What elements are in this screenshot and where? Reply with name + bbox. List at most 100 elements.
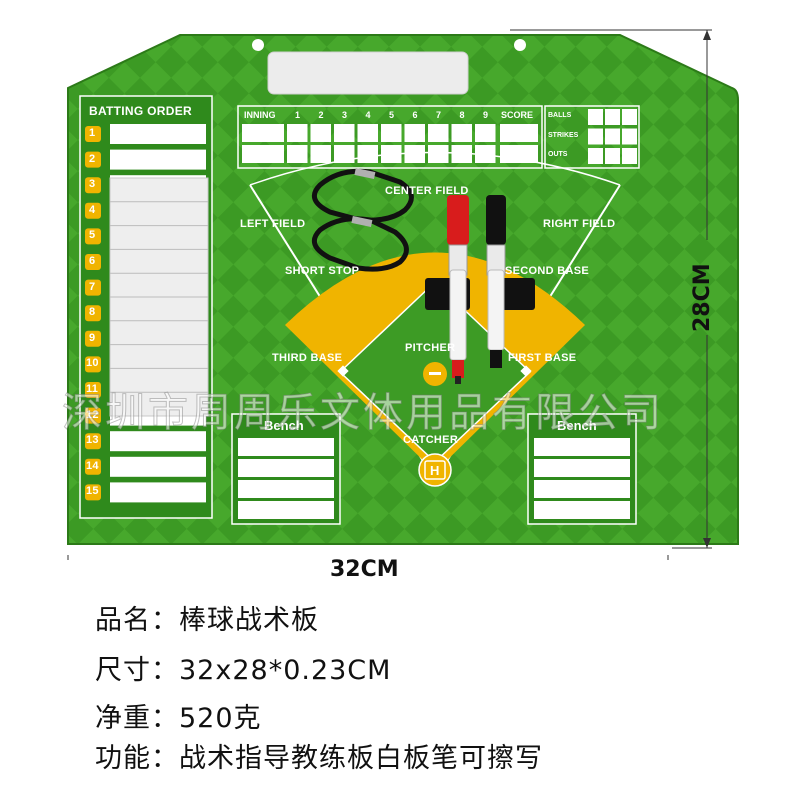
inning-number: 4	[365, 110, 371, 120]
pitcher-label: PITCHER	[405, 342, 456, 354]
black-marker-icon	[486, 195, 506, 368]
batting-number-badge	[85, 356, 101, 373]
second-base-label: SECOND BASE	[505, 265, 589, 277]
watermark: 深圳市周周乐文体用品有限公司	[62, 390, 664, 437]
count-panel	[544, 105, 640, 169]
bench-slot	[238, 480, 334, 498]
inning-number: 7	[436, 110, 442, 120]
inning-cell	[334, 145, 355, 163]
inning-cell	[381, 124, 402, 142]
bench-slot	[534, 501, 630, 519]
spec-name: 品名：棒球战术板	[95, 605, 319, 636]
batting-slot	[110, 431, 206, 452]
score-cell	[500, 145, 538, 163]
batting-number-badge	[85, 458, 101, 475]
batting-slot	[110, 456, 206, 477]
inning-label: INNING	[244, 110, 276, 120]
inning-cell	[287, 124, 308, 142]
batting-number-badge	[85, 382, 101, 398]
count-label: OUTS	[548, 151, 568, 158]
batting-number: 1	[89, 127, 96, 139]
inning-cell	[310, 145, 331, 163]
inning-number: 3	[342, 110, 348, 120]
inning-cell	[475, 145, 496, 163]
batting-number-badge	[85, 305, 101, 322]
batting-number-badge	[85, 151, 101, 168]
batting-number-badge	[85, 126, 101, 142]
home-circle	[418, 453, 452, 487]
height-dimension: 28CM	[690, 263, 715, 332]
first-base-label: FIRST BASE	[508, 352, 577, 364]
inning-cell	[287, 145, 308, 163]
home-logo: H	[430, 463, 440, 478]
count-cell	[605, 128, 620, 145]
batting-number-badge	[85, 433, 101, 450]
batting-number: 13	[86, 434, 99, 447]
outfield-arc	[249, 151, 621, 186]
inning-number: 9	[483, 110, 489, 120]
width-dimension: 32CM	[330, 557, 399, 582]
batting-number-badge	[85, 330, 101, 347]
bench-slot	[238, 459, 334, 477]
count-cell	[622, 148, 637, 164]
count-cell	[605, 109, 620, 125]
inning-cell	[310, 124, 331, 142]
count-cell	[605, 148, 620, 164]
spec-function: 功能：战术指导教练板白板笔可擦写	[95, 743, 543, 774]
team-cell	[242, 124, 284, 142]
center-field-label: CENTER FIELD	[385, 185, 469, 197]
batting-number: 11	[86, 383, 99, 395]
batting-number: 14	[86, 459, 99, 472]
short-stop-label: SHORT STOP	[285, 265, 360, 277]
batting-number: 10	[86, 357, 99, 370]
hang-hole-left	[252, 39, 264, 51]
inning-cell	[451, 145, 472, 163]
left-field-label: LEFT FIELD	[240, 218, 306, 230]
bench-slot	[534, 480, 630, 498]
batting-number: 7	[89, 280, 96, 293]
batting-number-badge	[85, 228, 101, 245]
batting-number: 3	[89, 178, 96, 191]
right-field-label: RIGHT FIELD	[543, 218, 616, 230]
batting-number-badge	[85, 202, 101, 219]
count-cell	[622, 109, 637, 125]
batting-number: 8	[89, 306, 96, 319]
inning-cell	[334, 124, 355, 142]
bench-slot	[238, 501, 334, 519]
count-cell	[588, 109, 603, 125]
handle-slot	[267, 51, 469, 95]
bench-slot	[534, 438, 630, 456]
batting-number: 9	[89, 331, 96, 344]
team-cell	[242, 145, 284, 163]
count-label: BALLS	[548, 112, 572, 119]
batting-number-badge	[85, 279, 101, 296]
first-base-bag	[520, 365, 532, 377]
inning-cell	[357, 124, 378, 142]
tactics-board	[67, 29, 739, 560]
batting-number: 2	[89, 152, 96, 165]
bench-slot	[534, 459, 630, 477]
count-cell	[622, 128, 637, 145]
count-cell	[588, 148, 603, 164]
inning-number: 2	[318, 110, 324, 120]
batting-number-badge	[85, 407, 101, 424]
batting-order-title: BATTING ORDER	[89, 104, 193, 118]
batting-number-badge	[85, 484, 101, 501]
batting-slot	[110, 482, 206, 503]
hang-hole-right	[514, 39, 526, 51]
scoreboard-panel	[237, 105, 543, 169]
inning-number: 8	[459, 110, 465, 120]
third-base-label: THIRD BASE	[272, 352, 343, 364]
batting-number: 6	[89, 255, 96, 267]
batting-number-badge	[85, 254, 101, 270]
inning-number: 6	[412, 110, 418, 120]
batting-number: 12	[86, 408, 99, 421]
score-cell	[500, 124, 538, 142]
count-label: STRIKES	[548, 131, 579, 139]
score-label: SCORE	[501, 110, 534, 120]
inning-cell	[475, 124, 496, 142]
red-marker-icon	[447, 195, 469, 384]
batting-number-badge	[85, 177, 101, 194]
inning-cell	[428, 145, 449, 163]
inning-number: 5	[389, 110, 395, 120]
